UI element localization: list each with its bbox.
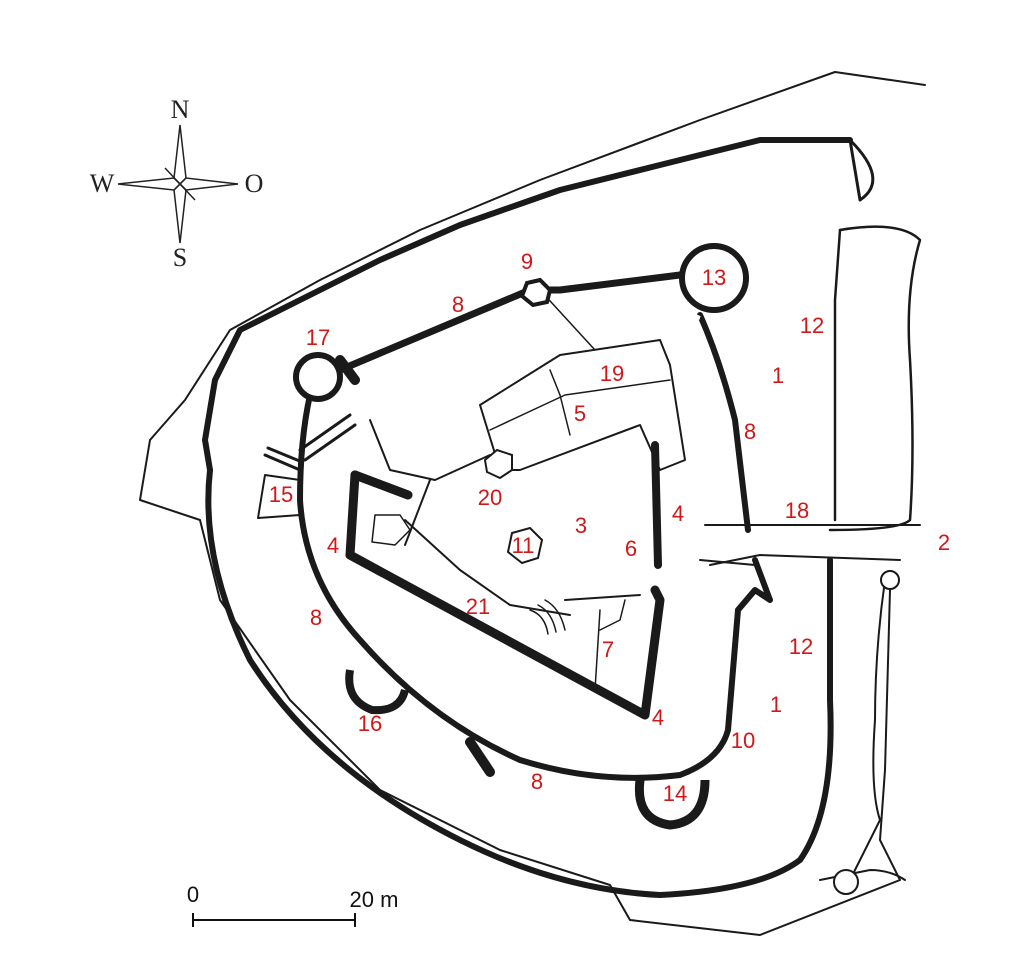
inner-line-3 — [404, 519, 571, 616]
map-label-12: 12 — [799, 313, 825, 338]
stair-19 — [529, 599, 566, 635]
palas-division-1 — [489, 379, 671, 431]
inner-ward-wall — [345, 470, 665, 720]
east-moat-inner — [833, 228, 842, 522]
map-label-1: 1 — [769, 692, 783, 717]
tower-17 — [293, 352, 343, 402]
bailey-wall-north — [336, 271, 684, 374]
east-moat-line — [828, 225, 922, 532]
compass-south-label: S — [172, 243, 188, 272]
west-wall-stub — [335, 355, 360, 385]
building-15 — [257, 474, 301, 519]
small-tower-south — [833, 869, 859, 895]
compass-diagonal — [164, 167, 196, 201]
south-gate-line — [819, 869, 906, 881]
map-label-16: 16 — [357, 711, 383, 736]
bastion-15-stair — [263, 413, 357, 472]
compass-west-label: W — [89, 169, 115, 198]
outer-curtain-wall-east-tip — [848, 138, 875, 202]
scale-start-label: 0 — [186, 882, 200, 907]
compass-east-point — [178, 177, 239, 191]
bailey-wall-east — [697, 312, 751, 533]
map-label-4: 4 — [326, 533, 340, 558]
south-wall-stub — [465, 737, 495, 777]
map-label-11: 11 — [511, 533, 535, 558]
map-label-1: 1 — [771, 363, 785, 388]
well-11 — [506, 526, 544, 565]
map-label-2: 2 — [937, 530, 951, 555]
map-label-8: 8 — [309, 605, 323, 630]
palas-division-2 — [549, 369, 571, 436]
small-chapel — [371, 514, 411, 546]
map-label-15: 15 — [268, 482, 294, 507]
compass-north-label: N — [170, 95, 190, 124]
map-label-6: 6 — [624, 536, 638, 561]
map-label-21: 21 — [465, 594, 491, 619]
map-label-8: 8 — [530, 769, 544, 794]
map-label-20: 20 — [477, 485, 503, 510]
tower-9 — [519, 277, 553, 308]
map-label-18: 18 — [784, 498, 810, 523]
tower-20 — [483, 448, 513, 480]
gate-tower-18 — [699, 559, 756, 566]
map-label-14: 14 — [662, 781, 688, 806]
map-label-19: 19 — [599, 361, 625, 386]
compass-north-point — [173, 124, 187, 186]
inner-ward-wall-east — [651, 441, 662, 569]
compass-rose — [117, 124, 239, 244]
map-label-13: 13 — [701, 265, 727, 290]
inner-line-4 — [564, 594, 641, 601]
building-7 — [594, 599, 626, 691]
inner-gate-line — [404, 479, 431, 546]
compass-east-label: O — [244, 169, 264, 198]
map-label-12: 12 — [788, 634, 814, 659]
east-path — [844, 579, 886, 891]
map-label-4: 4 — [671, 501, 685, 526]
compass-west-point — [117, 177, 182, 191]
outer-boundary — [149, 71, 926, 441]
map-label-4: 4 — [651, 705, 665, 730]
tower-16 — [345, 669, 409, 715]
outer-boundary-south — [139, 439, 901, 936]
map-label-5: 5 — [573, 401, 587, 426]
scale-bar — [192, 913, 356, 927]
tower-13 — [679, 243, 749, 313]
tower-14 — [634, 779, 710, 830]
map-label-8: 8 — [743, 419, 757, 444]
map-label-10: 10 — [730, 728, 756, 753]
tower-13-cut — [682, 299, 701, 320]
inner-ward-wall-west — [350, 470, 413, 500]
outer-wall-south — [205, 467, 834, 898]
inner-line-1 — [369, 419, 491, 481]
map-label-7: 7 — [601, 637, 615, 662]
small-tower-east — [880, 570, 900, 590]
map-label-8: 8 — [451, 292, 465, 317]
map-label-9: 9 — [520, 249, 534, 274]
map-label-3: 3 — [574, 513, 588, 538]
outer-curtain-wall — [202, 137, 853, 473]
compass-south-point — [173, 182, 187, 244]
map-label-17: 17 — [305, 325, 331, 350]
scale-end-label: 20 m — [349, 887, 399, 912]
